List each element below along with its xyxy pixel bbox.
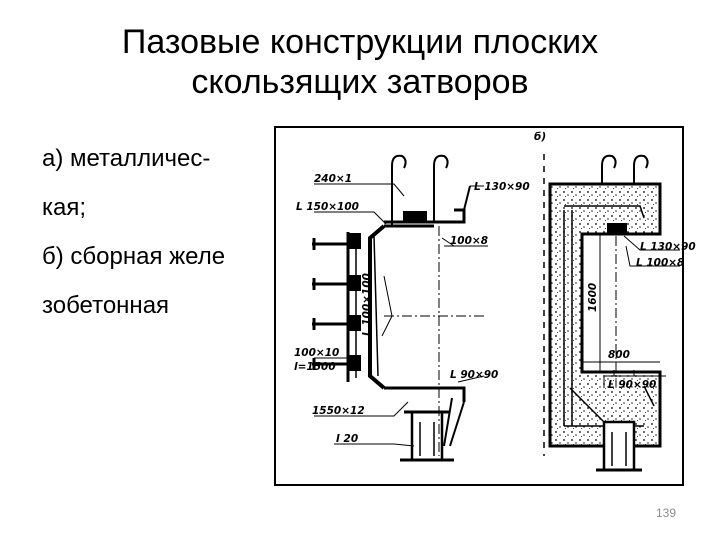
gate-slot-drawing: 240×1 L 150×100 L 130×90 100×8 L 100×100… <box>274 126 696 486</box>
body-line-4: зобетонная <box>42 292 170 319</box>
label-100x10: 100×10 <box>294 347 339 359</box>
label-l150: L 150×100 <box>296 201 359 213</box>
body-line-1: а) металличес- <box>42 145 211 172</box>
title-line-2: скользящих затворов <box>191 63 529 101</box>
label-l90-b: L 90×90 <box>608 379 656 391</box>
body-line-2: кая; <box>42 194 87 221</box>
hook-a1 <box>391 154 407 226</box>
label-1600: 1600 <box>587 283 599 312</box>
body-line-3: б) сборная желе <box>42 243 226 270</box>
label-l130-a: L 130×90 <box>474 181 530 193</box>
hook-b2 <box>633 154 649 184</box>
body-text: а) металличес- кая; б) сборная желе зобе… <box>42 134 225 330</box>
label-100x8-a: 100×8 <box>450 235 488 247</box>
label-l100x100: L 100×100 <box>361 273 373 336</box>
label-800: 800 <box>608 349 630 361</box>
figure-frame <box>274 126 684 486</box>
page-number: 139 <box>655 506 676 520</box>
label-1550: 1550×12 <box>312 405 365 417</box>
label-l90-a: L 90×90 <box>450 369 498 381</box>
title-line-1: Пазовые конструкции плоских <box>121 23 599 61</box>
drawing-svg: 240×1 L 150×100 L 130×90 100×8 L 100×100… <box>274 126 696 486</box>
label-l100x8-b: L 100×8 <box>636 257 684 269</box>
label-l130-b: L 130×90 <box>640 241 696 253</box>
panel-a <box>312 154 488 462</box>
label-i20: I 20 <box>336 433 358 445</box>
panel-b <box>543 154 680 472</box>
hook-b1 <box>601 154 617 184</box>
label-240: 240×1 <box>314 173 352 185</box>
slide-title: Пазовые конструкции плоских скользящих з… <box>0 22 720 102</box>
label-panel-b: б) <box>534 131 546 143</box>
label-l1500: l=1500 <box>294 361 336 373</box>
hook-a2 <box>433 154 449 221</box>
